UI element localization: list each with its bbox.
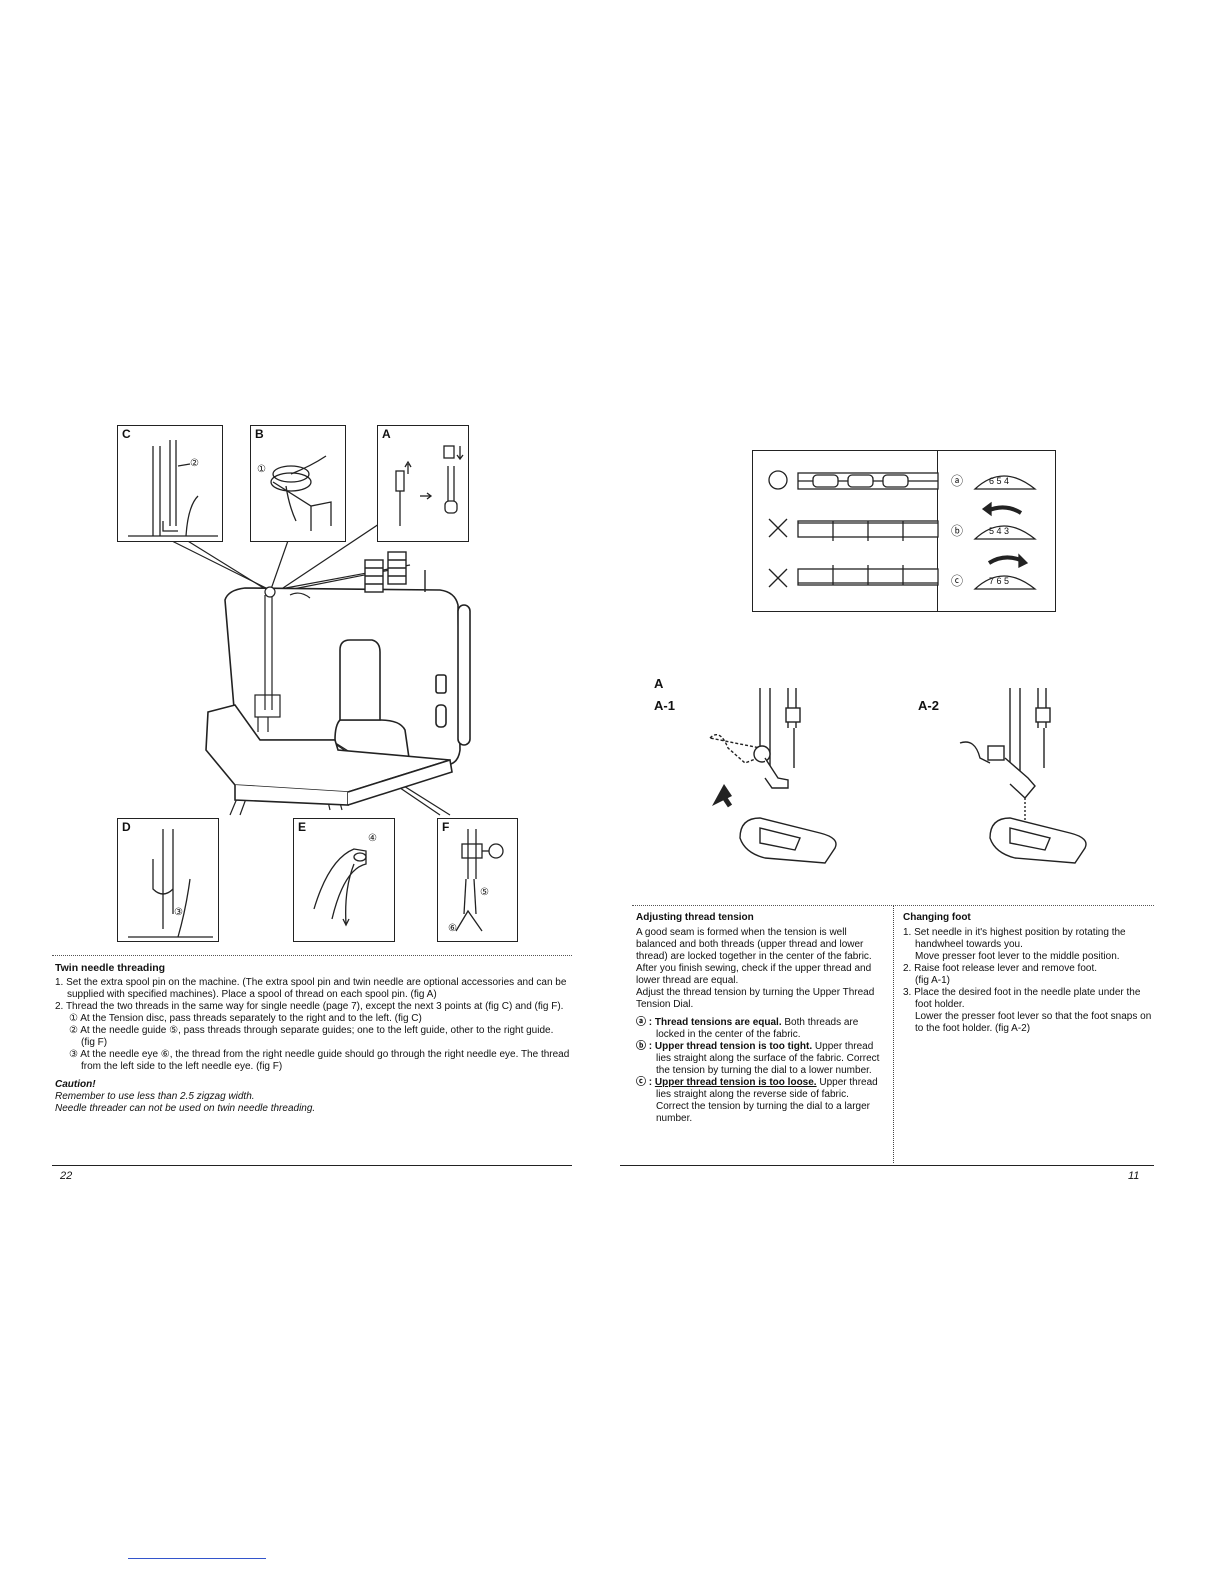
thread-guide-detail: [270, 455, 332, 531]
twin-needle-heading: Twin needle threading: [55, 962, 166, 974]
twin-needle-item-2: 2. Thread the two threads in the same wa…: [55, 1001, 564, 1012]
figure-b: B ①: [250, 425, 346, 542]
foot-figure-label-a1: A-1: [654, 698, 675, 713]
twin-needle-section: Twin needle threading 1. Set the extra s…: [55, 962, 570, 1115]
twin-needle-subitem-2: ② At the needle guide ⑤, pass threads th…: [69, 1025, 554, 1048]
changing-foot-item-3: 3. Place the desired foot in the needle …: [903, 987, 1141, 1010]
tension-case-b-text: Upper thread lies straight along the sur…: [656, 1041, 880, 1076]
figure-f-label: F: [442, 820, 450, 834]
changing-foot-section: Changing foot 1. Set needle in it's high…: [903, 912, 1153, 1035]
tension-stitch-rows: [768, 470, 1037, 590]
tension-case-c-mark: ⓒ :: [636, 1077, 653, 1088]
tension-row-a-circle: ⓐ: [951, 474, 964, 488]
tension-row-c-circle: ⓒ: [951, 574, 964, 588]
thread-tension-section: Adjusting thread tension A good seam is …: [636, 912, 884, 1125]
figure-d-mark: ③: [174, 907, 183, 918]
twin-needle-subitem-1: ① At the Tension disc, pass threads sepa…: [69, 1013, 422, 1024]
lower-thread-guide-detail: [128, 829, 213, 938]
thread-tension-intro-1: A good seam is formed when the tension i…: [636, 927, 872, 962]
tension-case-a: ⓐ : Thread tensions are equal. Both thre…: [636, 1017, 884, 1041]
right-page-number: 11: [1128, 1170, 1140, 1182]
tension-case-b: ⓑ : Upper thread tension is too tight. U…: [636, 1041, 884, 1077]
tension-case-a-title: Thread tensions are equal.: [654, 1017, 782, 1028]
tension-row-b-dial: 5 4 3: [989, 526, 1010, 536]
tension-case-a-mark: ⓐ :: [636, 1017, 653, 1028]
sewing-machine-illustration: [159, 519, 471, 816]
figure-c-mark: ②: [190, 458, 199, 469]
right-footer-rule: [620, 1165, 1154, 1166]
tension-row-b-circle: ⓑ: [951, 524, 964, 538]
needle-guide-detail: [455, 829, 504, 932]
changing-foot-item-3b: Lower the presser foot lever so that the…: [915, 1011, 1152, 1034]
caution-line-1: Remember to use less than 2.5 zigzag wid…: [55, 1091, 255, 1102]
left-top-separator: [52, 955, 572, 956]
figure-f-mark-5: ⑤: [480, 887, 489, 898]
left-footer-rule: [52, 1165, 572, 1166]
figure-c-label: C: [122, 427, 131, 441]
figure-d-label: D: [122, 820, 131, 834]
figure-b-label: B: [255, 427, 264, 441]
tension-case-c: ⓒ : Upper thread tension is too loose. U…: [636, 1077, 884, 1125]
right-column-divider: [893, 905, 894, 1163]
changing-foot-item-1b: Move presser foot lever to the middle po…: [915, 951, 1120, 962]
thread-tension-heading: Adjusting thread tension: [636, 912, 754, 923]
changing-foot-item-2: 2. Raise foot release lever and remove f…: [903, 963, 1097, 974]
thread-tension-intro-2: After you finish sewing, check if the up…: [636, 963, 872, 986]
figure-b-mark: ①: [257, 464, 266, 475]
left-page-number: 22: [60, 1170, 73, 1182]
figure-a: A: [377, 425, 469, 542]
figure-e-label: E: [298, 820, 307, 834]
caution-line-2: Needle threader can not be used on twin …: [55, 1103, 316, 1114]
spool-pin-detail: [395, 445, 464, 526]
foot-attach-illustration: [959, 688, 1087, 864]
foot-figure-label-a: A: [654, 676, 664, 691]
figure-a-label: A: [382, 427, 391, 441]
caution-title: Caution!: [55, 1079, 96, 1090]
tension-case-a-text: Both threads are locked in the center of…: [656, 1017, 859, 1040]
figure-f: F ⑤ ⑥: [437, 818, 518, 942]
changing-foot-heading: Changing foot: [903, 912, 971, 923]
twin-needle-item-1: 1. Set the extra spool pin on the machin…: [55, 977, 567, 1000]
figure-c: C ②: [117, 425, 223, 542]
foot-removal-illustration: [708, 688, 837, 864]
thread-tension-intro-3: Adjust the thread tension by turning the…: [636, 987, 875, 1010]
take-up-lever-detail: [313, 848, 367, 927]
tension-row-c-dial: 7 6 5: [989, 576, 1010, 586]
tension-row-a-dial: 6 5 4: [989, 476, 1010, 486]
figure-e-mark: ④: [368, 833, 377, 844]
changing-foot-item-1: 1. Set needle in it's highest position b…: [903, 927, 1126, 950]
bottom-underline-mark: [128, 1558, 266, 1559]
tension-case-b-mark: ⓑ :: [636, 1041, 653, 1052]
figure-e: E ④: [293, 818, 395, 942]
tension-figure: ⓐ 6 5 4 ⓑ 5 4 3 ⓒ 7 6 5: [752, 450, 1056, 612]
foot-figure-label-a2: A-2: [918, 698, 939, 713]
changing-foot-item-2b: (fig A-1): [915, 975, 951, 986]
tension-case-b-title: Upper thread tension is too tight.: [654, 1041, 813, 1052]
tension-case-c-title: Upper thread tension is too loose.: [654, 1077, 817, 1088]
figure-d: D ③: [117, 818, 219, 942]
twin-needle-subitem-3: ③ At the needle eye ⑥, the thread from t…: [69, 1049, 570, 1072]
tension-case-c-text: Upper thread lies straight along the rev…: [656, 1077, 878, 1124]
tension-disc-detail: [128, 440, 218, 537]
figure-f-mark-6: ⑥: [448, 923, 457, 934]
